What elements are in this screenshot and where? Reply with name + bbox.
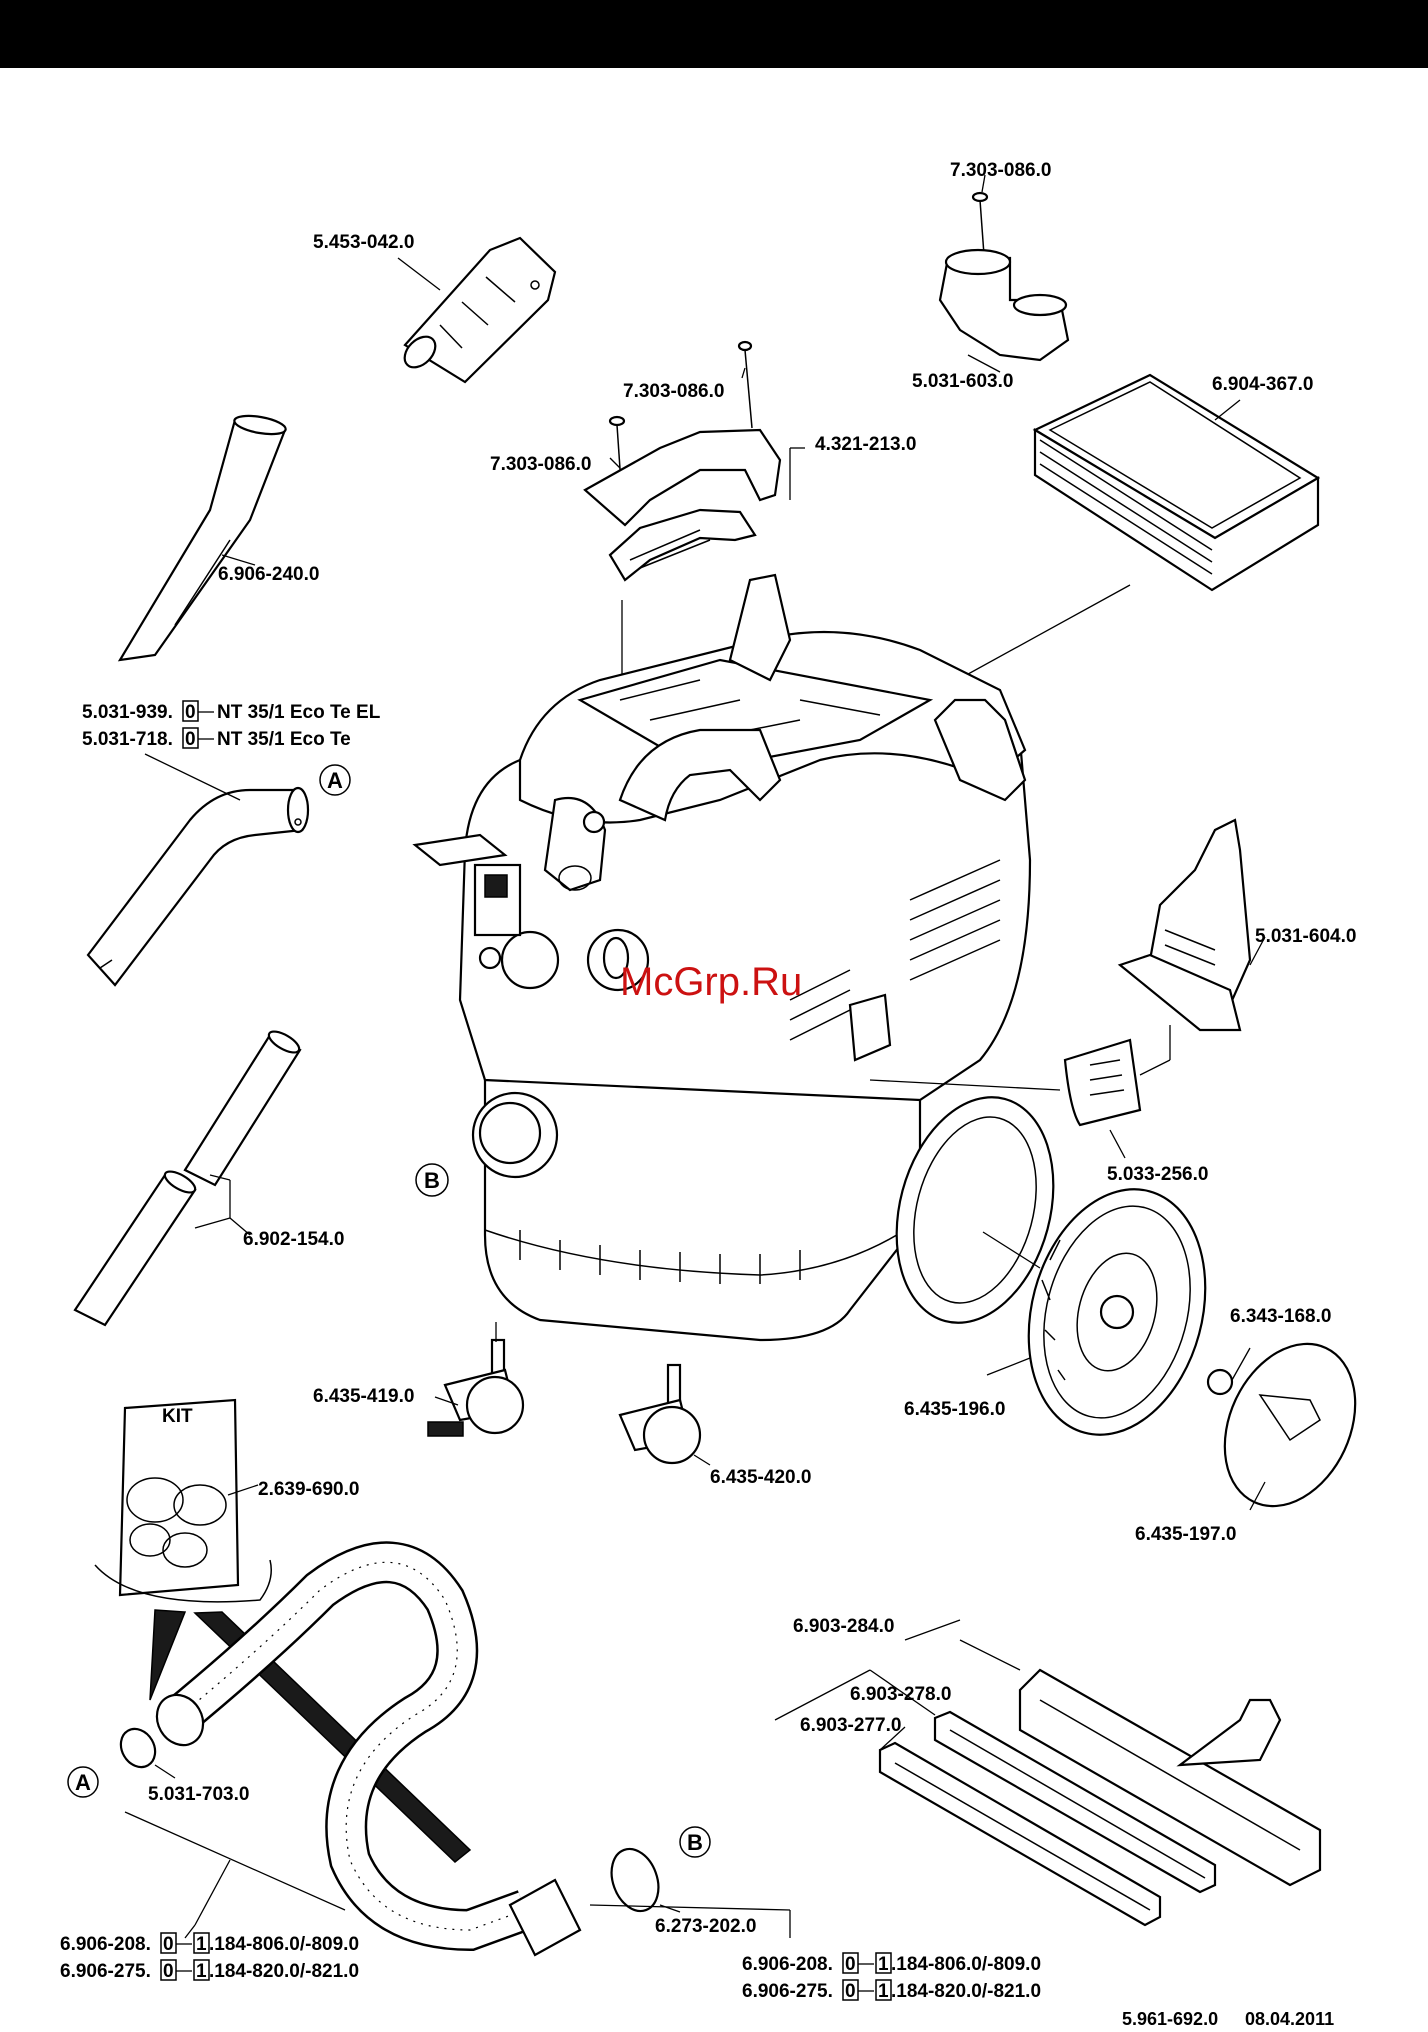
- vacuum-body-drawing: [412, 573, 1032, 1342]
- label-hubcap: 6.435-197.0: [1135, 1524, 1236, 1545]
- label-adapter-ring: 5.031-703.0: [148, 1784, 249, 1805]
- suction-hose-drawing: [119, 1541, 660, 1957]
- label-elbow-variant-2-part: 5.031-718.: [82, 729, 173, 750]
- label-strip-278: 6.903-278.0: [850, 1684, 951, 1705]
- label-hose-left-1-suffix: 0: [163, 1934, 174, 1955]
- label-pipe-clip: 5.031-603.0: [912, 371, 1013, 392]
- label-wheel: 6.435-196.0: [904, 1399, 1005, 1420]
- label-hose-left-2-digit: 1: [196, 1961, 207, 1982]
- castor-drawing: [618, 1363, 702, 1465]
- label-handle: 4.321-213.0: [815, 434, 916, 455]
- washer-drawing: [1206, 1368, 1234, 1396]
- label-hose-right-1-suffix: 0: [845, 1954, 856, 1975]
- label-hose-right-1-digit: 1: [878, 1954, 889, 1975]
- rear-wheel-drawing: [895, 1096, 1207, 1436]
- flat-filter-drawing: [1032, 373, 1321, 592]
- callout-b-circle-bottom: [679, 1826, 711, 1858]
- callout-a-circle-top: [319, 764, 351, 796]
- label-floor-nozzle: 6.903-284.0: [793, 1616, 894, 1637]
- watermark: McGrp.Ru: [620, 960, 802, 1004]
- label-bag-clip: 5.033-256.0: [1107, 1164, 1208, 1185]
- kit-label: KIT: [162, 1406, 193, 1427]
- label-hose-left-2-suffix: 0: [163, 1961, 174, 1982]
- footer-doc-number: 5.961-692.0: [1122, 2009, 1218, 2029]
- label-elbow-variant-2-model: NT 35/1 Eco Te: [217, 729, 351, 750]
- pipe-clip-drawing: [938, 191, 1070, 362]
- label-hose-right-2-digit: 1: [878, 1981, 889, 2002]
- label-hose-right-1-part: 6.906-208.: [742, 1954, 833, 1975]
- reducer-nozzle-drawing: [403, 236, 557, 384]
- label-crevice-nozzle: 6.906-240.0: [218, 564, 319, 585]
- label-elbow-variant-1-model: NT 35/1 Eco Te EL: [217, 702, 381, 723]
- callout-b-bottom: B: [687, 1830, 703, 1855]
- label-extension-tubes: 6.902-154.0: [243, 1229, 344, 1250]
- label-castor-brake: 6.435-419.0: [313, 1386, 414, 1407]
- label-elbow-variant-1-part: 5.031-939.: [82, 702, 173, 723]
- label-elbow-variant-2-suffix: 0: [185, 729, 196, 750]
- label-seal-ring: 6.273-202.0: [655, 1916, 756, 1937]
- label-hose-left-1-rest: .184-806.0/-809.0: [209, 1934, 359, 1955]
- callout-a-bottom: A: [75, 1770, 91, 1795]
- floor-nozzle-drawing: [878, 1668, 1322, 1927]
- castor-brake-drawing: [427, 1338, 525, 1437]
- top-black-bar: [0, 0, 1428, 68]
- bag-clip-drawing: [1063, 1038, 1142, 1127]
- hubcap-drawing: [1223, 1342, 1357, 1508]
- label-accessory-holder: 5.031-604.0: [1255, 926, 1356, 947]
- kit-bag-drawing: [94, 1398, 272, 1603]
- label-castor: 6.435-420.0: [710, 1467, 811, 1488]
- callout-b-body: B: [424, 1168, 440, 1193]
- label-hose-left-1-part: 6.906-208.: [60, 1934, 151, 1955]
- callout-a-circle-bottom: [67, 1766, 99, 1798]
- label-flat-filter: 6.904-367.0: [1212, 374, 1313, 395]
- label-hose-right-2-rest: .184-820.0/-821.0: [891, 1981, 1041, 2002]
- label-hose-right-2-part: 6.906-275.: [742, 1981, 833, 2002]
- label-hose-left-2-part: 6.906-275.: [60, 1961, 151, 1982]
- label-strip-277: 6.903-277.0: [800, 1715, 901, 1736]
- footer-date: 08.04.2011: [1245, 2009, 1334, 2029]
- accessory-holder-drawing: [1117, 818, 1252, 1032]
- extension-tubes-drawing: [73, 1030, 302, 1327]
- label-screw-top: 7.303-086.0: [950, 160, 1051, 181]
- label-elbow-variant-1-suffix: 0: [185, 702, 196, 723]
- label-washer: 6.343-168.0: [1230, 1306, 1331, 1327]
- handle-drawing: [583, 340, 782, 582]
- label-screw-mid: 7.303-086.0: [623, 381, 724, 402]
- crevice-nozzle-drawing: [117, 414, 287, 662]
- callout-b-circle-body: [415, 1163, 449, 1197]
- label-kit: 2.639-690.0: [258, 1479, 359, 1500]
- label-screw-left: 7.303-086.0: [490, 454, 591, 475]
- elbow-drawing: [86, 786, 310, 987]
- label-hose-right-2-suffix: 0: [845, 1981, 856, 2002]
- callout-a-top: A: [327, 768, 343, 793]
- label-hose-right-1-rest: .184-806.0/-809.0: [891, 1954, 1041, 1975]
- label-reducer-nozzle: 5.453-042.0: [313, 232, 414, 253]
- label-hose-left-2-rest: .184-820.0/-821.0: [209, 1961, 359, 1982]
- label-hose-left-1-digit: 1: [196, 1934, 207, 1955]
